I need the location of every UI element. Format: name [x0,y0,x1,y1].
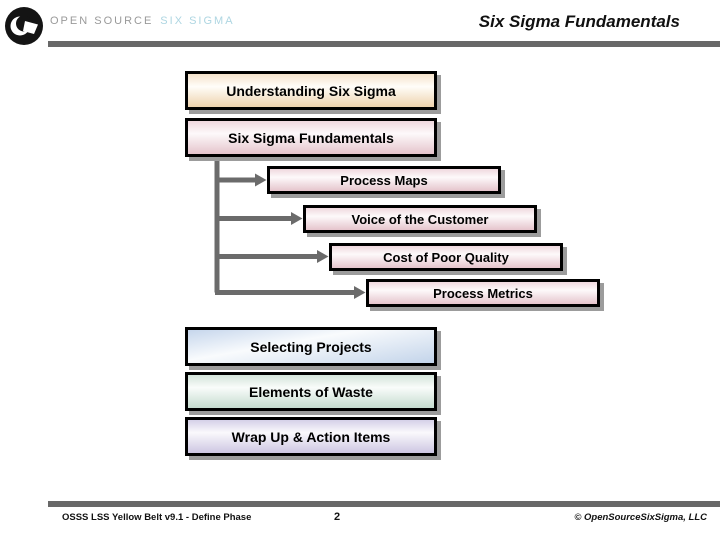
box-six-sigma-fundamentals: Six Sigma Fundamentals [185,118,437,157]
connector-arrowhead-2 [291,212,303,225]
box-label: Cost of Poor Quality [383,249,509,265]
box-label: Selecting Projects [250,338,372,355]
box-label: Voice of the Customer [351,211,489,227]
osss-logo-icon [5,7,43,45]
connector-arrowhead-3 [317,250,329,263]
box-wrap-up-action-items: Wrap Up & Action Items [185,417,437,456]
box-label: Wrap Up & Action Items [231,428,391,445]
box-selecting-projects: Selecting Projects [185,327,437,366]
connector-arrowhead-1 [255,173,267,187]
box-label: Elements of Waste [249,383,373,400]
footer-page-number: 2 [333,511,341,523]
box-label: Six Sigma Fundamentals [228,129,394,146]
box-process-maps: Process Maps [267,166,501,194]
box-cost-of-poor-quality: Cost of Poor Quality [329,243,563,271]
footer-copyright: © OpenSourceSixSigma, LLC [574,512,707,523]
box-voice-of-the-customer: Voice of the Customer [303,205,537,233]
box-understanding-six-sigma: Understanding Six Sigma [185,71,437,110]
box-elements-of-waste: Elements of Waste [185,372,437,411]
logo-wordmark: OPEN SOURCE SIX SIGMA [50,15,235,27]
footer-course-label: OSSS LSS Yellow Belt v9.1 - Define Phase [62,512,252,523]
box-label: Understanding Six Sigma [226,82,396,99]
box-label: Process Metrics [433,285,533,301]
connector-arrowhead-4 [354,286,366,299]
header-rule-bar [48,41,720,47]
slide-title: Six Sigma Fundamentals [478,12,680,31]
box-label: Process Maps [340,172,428,188]
box-process-metrics: Process Metrics [366,279,600,307]
footer-rule-bar [48,501,720,507]
logo-wordmark-six-sigma: SIX SIGMA [160,15,235,27]
logo-wordmark-open-source: OPEN SOURCE [50,15,154,27]
